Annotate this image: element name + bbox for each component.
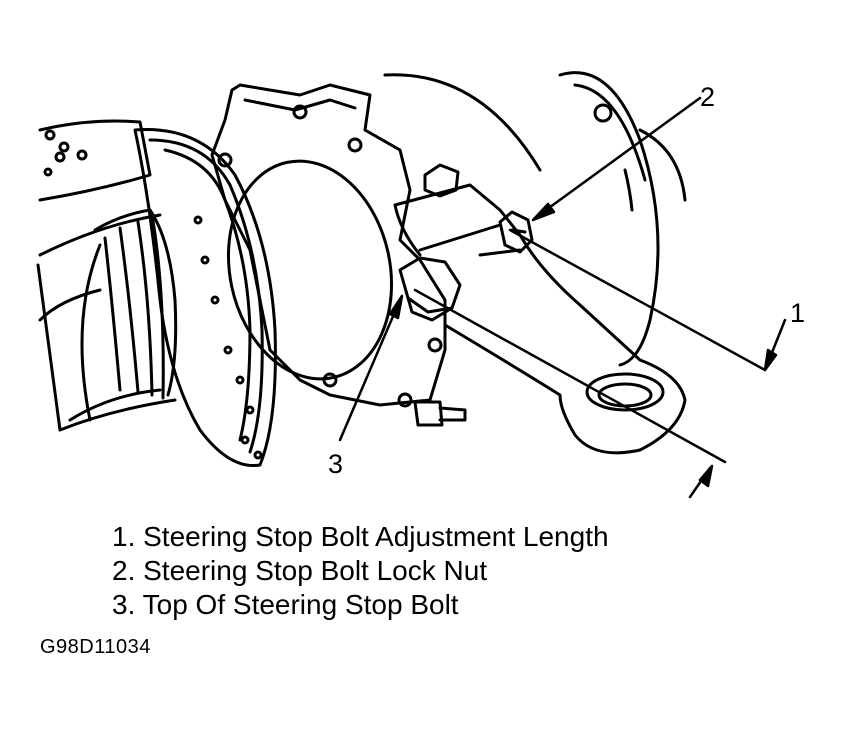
callout-2-leader	[531, 96, 702, 222]
legend-item-2: 2. Steering Stop Bolt Lock Nut	[112, 555, 488, 586]
stop-bolt-head	[398, 256, 462, 322]
steering-arm	[393, 183, 687, 455]
callout-1-number: 1	[790, 298, 805, 328]
legend-item-1: 1. Steering Stop Bolt Adjustment Length	[112, 521, 609, 552]
lower-stud	[413, 400, 467, 427]
steering-knuckle-illustration: 1 2 3	[36, 71, 805, 499]
callout-2-number: 2	[700, 82, 715, 112]
callout-3-leader	[338, 294, 404, 442]
callout-3-number: 3	[328, 449, 343, 479]
axle-tube	[36, 119, 177, 432]
backing-plate	[133, 128, 277, 468]
legend-item-3: 3. Top Of Steering Stop Bolt	[112, 589, 459, 620]
callout-legend: 1. Steering Stop Bolt Adjustment Length …	[112, 520, 609, 622]
knuckle-flange	[210, 83, 447, 408]
figure-id: G98D11034	[40, 636, 151, 658]
callout-1-leader	[413, 228, 787, 499]
stop-bolt-lock-nut	[498, 210, 534, 254]
brake-rotor	[383, 71, 687, 367]
